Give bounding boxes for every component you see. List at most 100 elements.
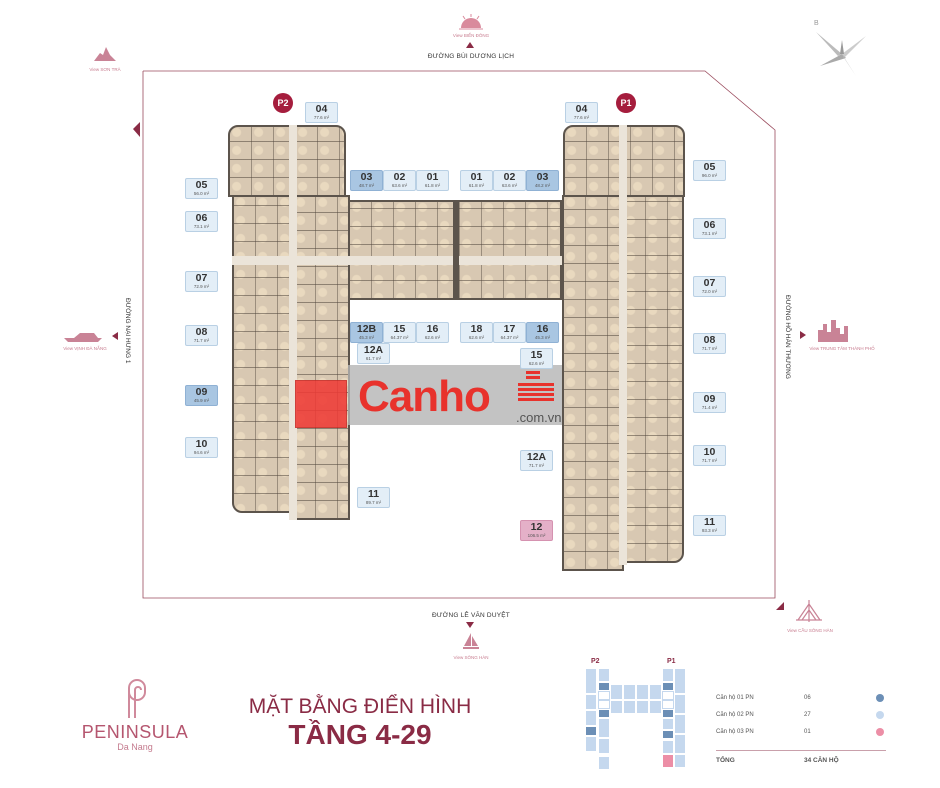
view-bien-dong-label: View BIỂN ĐÔNG: [452, 33, 490, 38]
unit-number: 16: [426, 323, 439, 335]
watermark-domain: .com.vn: [516, 410, 562, 425]
unit-number: 09: [703, 393, 716, 405]
mini-unit-block: [585, 668, 597, 694]
tower-p1-east-wing: [622, 195, 684, 563]
unit-area: 106.5 m²: [527, 532, 546, 538]
unit-number: 12A: [363, 344, 384, 356]
sailboat-icon: [463, 633, 479, 649]
highlighted-unit[interactable]: [295, 380, 347, 428]
unit-area: 63.6 m²: [391, 182, 408, 188]
mini-unit-block: [674, 754, 686, 768]
mini-unit-block: [598, 738, 610, 754]
watermark-buildings-icon: [518, 366, 554, 401]
tower-p2-marker: P2: [273, 93, 293, 113]
unit-area: 93.3 m²: [701, 527, 718, 533]
legend-item-count: 06: [804, 695, 811, 701]
unit-area: 62.6 m²: [528, 360, 545, 366]
unit-area: 72.9 m²: [193, 283, 210, 289]
tower-p2-west-wing: [232, 195, 294, 513]
mountain-icon: [94, 47, 116, 61]
unit-area: 94.6 m²: [193, 449, 210, 455]
bridge-icon: [796, 600, 822, 622]
compass-north-label: B: [814, 20, 819, 27]
unit-area: 71.4 m²: [701, 404, 718, 410]
corridor-p2: [289, 125, 297, 520]
unit-number: 16: [536, 323, 549, 335]
unit-area: 45.3 m²: [534, 334, 551, 340]
unit-number: 11: [703, 516, 716, 528]
unit-number: 01: [426, 171, 439, 183]
mini-unit-block: [598, 691, 610, 700]
unit-number: 12A: [526, 451, 547, 463]
unit-area: 77.6 m²: [313, 114, 330, 120]
mini-unit-block: [623, 684, 636, 700]
unit-number: 11: [367, 488, 380, 500]
unit-area: 62.6 m²: [424, 334, 441, 340]
unit-area: 63.6 m²: [501, 182, 518, 188]
watermark-brand: Canho: [358, 372, 491, 421]
mini-unit-block: [662, 700, 674, 709]
street-bottom-label: ĐƯỜNG LÊ VĂN DUYỆT: [432, 612, 510, 619]
logo-name: PENINSULA: [81, 722, 189, 742]
mini-unit-block: [636, 700, 649, 714]
sunrise-icon: [459, 14, 483, 30]
mini-unit-block: [662, 730, 674, 739]
legend-item-count: 27: [804, 712, 811, 718]
unit-number: 05: [703, 161, 716, 173]
legend-color-dot-icon: [876, 728, 884, 736]
floor-range-title: TẦNG 4-29: [288, 719, 432, 750]
unit-number: 06: [195, 212, 208, 224]
tower-p1-west-wing: [562, 195, 624, 571]
east-arrow-icon: [800, 331, 806, 339]
unit-area: 48.7 m²: [358, 182, 375, 188]
unit-number: 17: [503, 323, 516, 335]
unit-area: 61.7 m²: [365, 355, 382, 361]
unit-number: 10: [195, 438, 208, 450]
view-song-han-label: View SÔNG HÀN: [453, 655, 489, 660]
mini-unit-block: [585, 710, 597, 726]
unit-area: 48.2 m²: [534, 182, 551, 188]
unit-area: 89.7 m²: [365, 499, 382, 505]
unit-number: 04: [315, 103, 328, 115]
peninsula-logo-icon: [128, 679, 146, 718]
city-skyline-icon: [818, 320, 848, 342]
view-cau-song-han-label: View CẦU SÔNG HÀN: [787, 628, 833, 633]
mini-unit-block: [610, 700, 623, 714]
mini-unit-block: [674, 734, 686, 754]
unit-number: 03: [536, 171, 549, 183]
unit-number: 07: [195, 272, 208, 284]
